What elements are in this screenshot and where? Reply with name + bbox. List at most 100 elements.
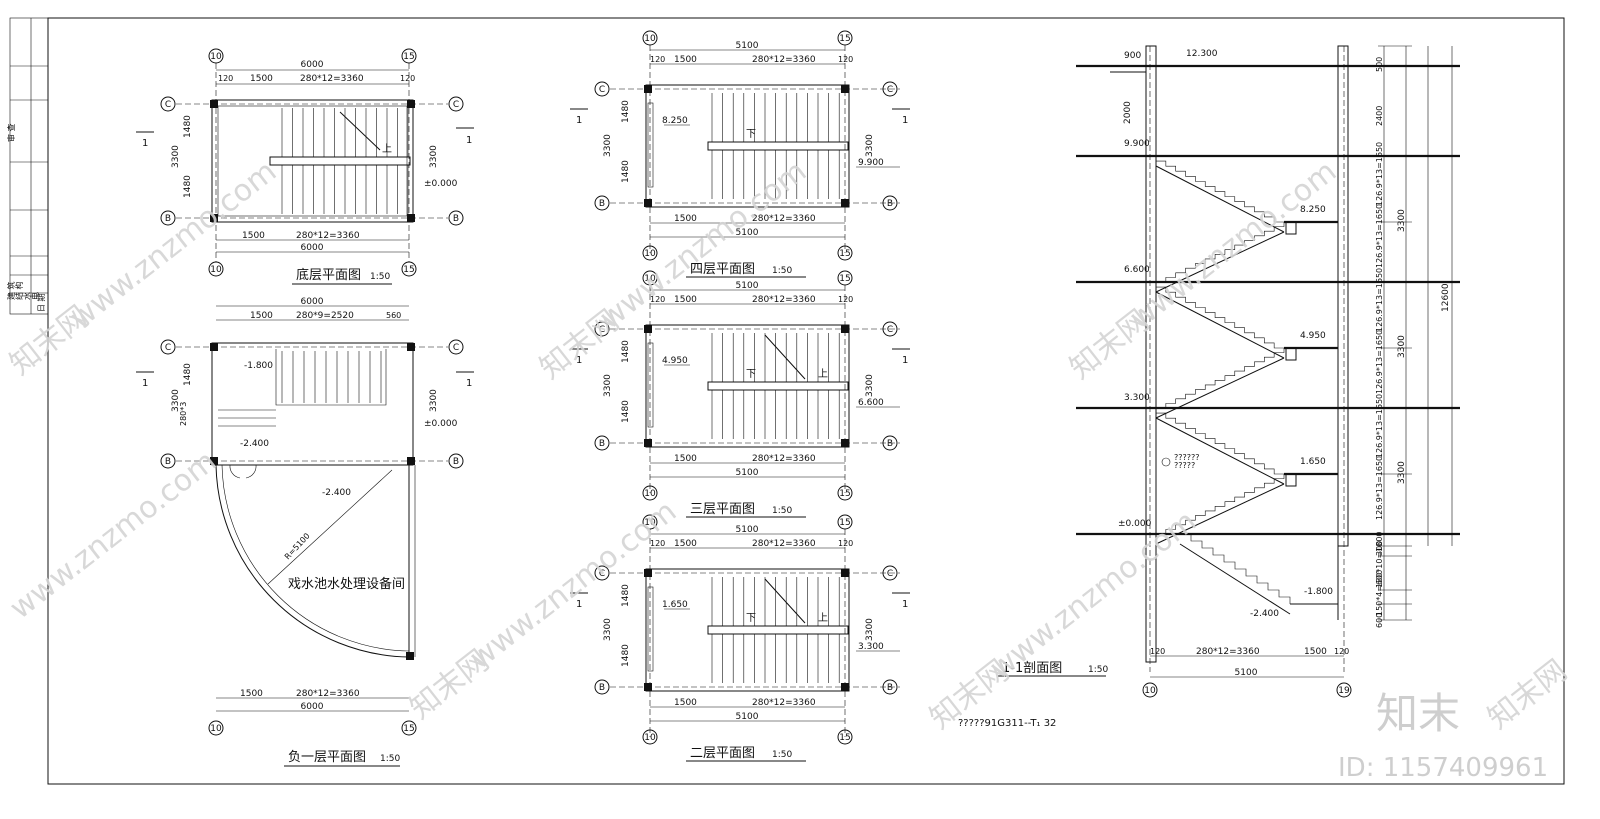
plan-scale: 1:50 bbox=[772, 266, 792, 276]
axis-label: B bbox=[887, 199, 893, 209]
dim-overall: 5100 bbox=[736, 712, 759, 722]
column bbox=[644, 439, 652, 447]
plan-title: 四层平面图 bbox=[690, 262, 755, 277]
axis-label: 10 bbox=[644, 249, 656, 259]
section-mark: 1 bbox=[576, 355, 582, 366]
dim-vertical: 126.9*13=1650 bbox=[1375, 394, 1384, 458]
column bbox=[644, 199, 652, 207]
dim-flight: 1480 bbox=[621, 400, 631, 423]
axis-label: 10 bbox=[644, 34, 656, 44]
dim-landing: 1500 bbox=[250, 311, 273, 321]
axis-bubble bbox=[837, 485, 853, 501]
level-mark: -1.800 bbox=[1304, 587, 1333, 597]
axis-label: C bbox=[887, 325, 893, 335]
break-line bbox=[764, 334, 806, 380]
section-scale: 1:50 bbox=[1088, 665, 1108, 675]
level-mark: ±0.000 bbox=[424, 179, 458, 189]
dim-wall: 120 bbox=[650, 539, 665, 548]
axis-bubble bbox=[594, 195, 610, 211]
dim-vertical: 3300 bbox=[1397, 335, 1407, 358]
section-mark: 1 bbox=[142, 378, 148, 389]
plan-title: 三层平面图 bbox=[690, 502, 755, 517]
axis-label: C bbox=[453, 343, 459, 353]
plan-title: 二层平面图 bbox=[690, 746, 755, 761]
plan-scale: 1:50 bbox=[370, 272, 390, 282]
axis-bubble bbox=[594, 679, 610, 695]
landing-beam bbox=[1285, 221, 1297, 235]
watermark-text: www.znzmo.com bbox=[63, 154, 283, 336]
section-mark: 1 bbox=[466, 135, 472, 146]
dim-flight: 1480 bbox=[621, 100, 631, 123]
dim-overall: 5100 bbox=[736, 525, 759, 535]
level-mark: ±0.000 bbox=[1118, 519, 1152, 529]
level-mark: 9.900 bbox=[858, 158, 884, 168]
plan-title: 负一层平面图 bbox=[288, 750, 366, 765]
dim-flight: 1480 bbox=[183, 363, 193, 386]
dim-overall: 5100 bbox=[736, 41, 759, 51]
dim-left: 2000 bbox=[1123, 101, 1133, 124]
axis-label: 10 bbox=[210, 265, 222, 275]
stair-soffit bbox=[1155, 483, 1285, 545]
dim-landing: 1500 bbox=[242, 231, 265, 241]
dim-vertical: 3300 bbox=[1397, 461, 1407, 484]
level-mark: -2.400 bbox=[240, 439, 269, 449]
axis-label: 10 bbox=[644, 489, 656, 499]
column bbox=[644, 569, 652, 577]
stair-well bbox=[707, 381, 849, 391]
axis-bubble bbox=[594, 435, 610, 451]
axis-label: C bbox=[599, 569, 605, 579]
axis-label: C bbox=[887, 85, 893, 95]
dim-total-height: 12600 bbox=[1441, 283, 1451, 312]
wall-outline bbox=[645, 84, 850, 208]
dim-vertical: 126.9*13=1650 bbox=[1375, 204, 1384, 268]
drawing-border: 审 查 建 筑 结 构 水 电 日 期 bbox=[6, 17, 1565, 785]
axis-bubble bbox=[642, 485, 658, 501]
stair-flight bbox=[1155, 282, 1284, 349]
dim-run: 280*12=3360 bbox=[752, 214, 816, 224]
level-mark: 1.650 bbox=[662, 600, 688, 610]
dim-bottom-total: 5100 bbox=[1235, 668, 1258, 678]
stair-soffit bbox=[1155, 417, 1285, 485]
stair-flight bbox=[1156, 348, 1285, 409]
title-block-cell-3: 结 构 bbox=[14, 281, 24, 300]
dim-run: 280*12=3360 bbox=[752, 539, 816, 549]
level-mark: ±0.000 bbox=[424, 419, 458, 429]
section-mark: 1 bbox=[902, 355, 908, 366]
wall-outline bbox=[645, 324, 850, 448]
reference-note: ?????91G311--T₁ 32 bbox=[958, 718, 1056, 729]
basement-plan: 6000 1500 280*9=2520 560 C B C B -1.800 … bbox=[136, 297, 474, 767]
break-line bbox=[764, 578, 806, 624]
axis-label: 15 bbox=[839, 274, 850, 284]
dim-overall: 5100 bbox=[736, 468, 759, 478]
dim-vertical: 500 bbox=[1375, 57, 1384, 72]
column bbox=[841, 569, 849, 577]
column bbox=[644, 683, 652, 691]
stair-flight bbox=[1155, 408, 1284, 475]
section-mark: 1 bbox=[576, 115, 582, 126]
dim-bottom: 1500 bbox=[1304, 647, 1327, 657]
stair-soffit bbox=[1179, 543, 1291, 615]
watermark-text: www.znzmo.com bbox=[3, 444, 223, 626]
dim-depth: 3300 bbox=[171, 145, 181, 168]
down-label: 下 bbox=[746, 129, 756, 140]
column bbox=[841, 85, 849, 93]
dim-run: 280*12=3360 bbox=[300, 74, 364, 84]
axis-label: B bbox=[453, 457, 459, 467]
dim-depth: 3300 bbox=[429, 389, 439, 412]
dim-bottom: 280*12=3360 bbox=[1196, 647, 1260, 657]
level-mark: -2.400 bbox=[322, 488, 351, 498]
dim-wall: 120 bbox=[838, 295, 853, 304]
dim-landing: 1500 bbox=[674, 55, 697, 65]
dim-vertical: 2400 bbox=[1375, 106, 1384, 126]
dim-wall: 120 bbox=[650, 55, 665, 64]
dim-vertical: 126.9*13=1650 bbox=[1375, 142, 1384, 206]
column bbox=[841, 325, 849, 333]
title-block-cell-5: 电 bbox=[30, 292, 40, 300]
title-block-cell-4: 水 bbox=[22, 292, 32, 300]
dim-vertical: 126.9*13=1650 bbox=[1375, 456, 1384, 520]
dim-vertical: 600 bbox=[1375, 613, 1384, 628]
watermark-text: 知末网 bbox=[1481, 653, 1573, 736]
axis-label: B bbox=[165, 457, 171, 467]
